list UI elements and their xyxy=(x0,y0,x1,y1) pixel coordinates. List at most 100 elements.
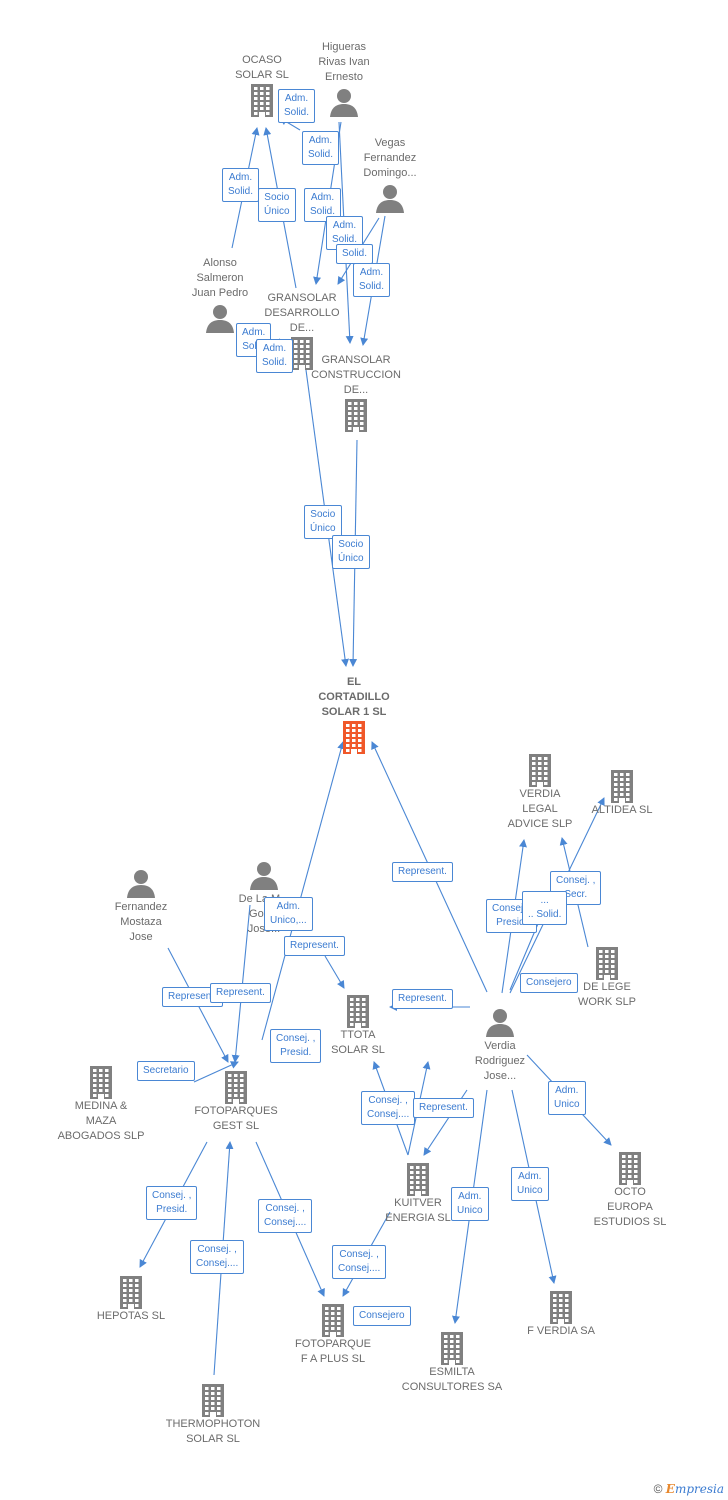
building-icon xyxy=(291,337,313,370)
relation-label[interactable]: Represent. xyxy=(284,936,345,956)
node-label: OCTO EUROPA ESTUDIOS SL xyxy=(593,1186,667,1228)
company-node[interactable]: HEPOTAS SL xyxy=(66,1275,196,1324)
company-node[interactable]: GRANSOLAR DESARROLLO DE... xyxy=(237,291,367,370)
relation-label[interactable]: Adm. Unico xyxy=(451,1187,489,1221)
brand-name: mpresia xyxy=(674,1482,724,1496)
relation-edge xyxy=(324,955,345,989)
node-label: Alonso Salmeron Juan Pedro xyxy=(191,257,249,299)
node-label: Higueras Rivas Ivan Ernesto xyxy=(318,41,370,83)
person-icon xyxy=(127,870,155,898)
company-node[interactable]: VERDIA LEGAL ADVICE SLP xyxy=(475,753,605,832)
company-node[interactable]: MEDINA & MAZA ABOGADOS SLP xyxy=(36,1065,166,1144)
copyright-symbol: © xyxy=(653,1482,663,1496)
relation-label[interactable]: Adm. Solid. xyxy=(278,89,316,123)
relation-label[interactable]: Adm. Solid. xyxy=(353,263,391,297)
relation-label[interactable]: Consej. , Consej.... xyxy=(361,1091,416,1125)
footer: © Empresia xyxy=(654,1482,724,1496)
relation-label[interactable]: Adm. Solid. xyxy=(256,339,294,373)
company-node[interactable]: OCTO EUROPA ESTUDIOS SL xyxy=(565,1151,695,1230)
relation-label[interactable]: Consej. , Consej.... xyxy=(190,1240,245,1274)
relation-label[interactable]: Consej. , Presid. xyxy=(270,1029,322,1063)
company-node[interactable]: OCASO SOLAR SL xyxy=(197,53,327,117)
relation-label[interactable]: Adm. Unico xyxy=(548,1081,586,1115)
building-icon xyxy=(611,770,633,803)
company-node[interactable]: EL CORTADILLO SOLAR 1 SL xyxy=(289,675,419,754)
person-node[interactable]: Alonso Salmeron Juan Pedro xyxy=(155,256,285,335)
person-icon xyxy=(376,185,404,213)
company-node[interactable]: KUITVER ENERGIA SL xyxy=(353,1162,483,1226)
relation-label[interactable]: Adm. Solid. xyxy=(302,131,340,165)
node-label: ESMILTA CONSULTORES SA xyxy=(401,1366,503,1393)
node-label: TTOTA SOLAR SL xyxy=(331,1029,385,1056)
building-icon xyxy=(596,947,618,980)
building-icon xyxy=(120,1276,142,1309)
company-node[interactable]: THERMOPHOTON SOLAR SL xyxy=(148,1383,278,1447)
building-icon xyxy=(345,399,367,432)
building-icon xyxy=(407,1163,429,1196)
relation-label[interactable]: Solid. xyxy=(336,244,374,264)
relation-label[interactable]: Consejero xyxy=(353,1306,411,1326)
person-icon xyxy=(330,89,358,117)
node-label: GRANSOLAR DESARROLLO DE... xyxy=(264,292,340,334)
relation-label[interactable]: Consej. , Presid. xyxy=(146,1186,198,1220)
person-node[interactable]: Verdia Rodriguez Jose... xyxy=(435,1005,565,1084)
person-icon xyxy=(206,305,234,333)
company-node[interactable]: ESMILTA CONSULTORES SA xyxy=(387,1331,517,1395)
node-label: EL CORTADILLO SOLAR 1 SL xyxy=(318,676,390,718)
relation-label[interactable]: Adm. Solid. xyxy=(222,168,260,202)
company-node[interactable]: F VERDIA SA xyxy=(496,1290,626,1339)
building-icon xyxy=(251,84,273,117)
node-label: OCASO SOLAR SL xyxy=(235,54,289,81)
relation-label[interactable]: Consej. , Consej.... xyxy=(332,1245,387,1279)
building-icon xyxy=(347,995,369,1028)
relation-label[interactable]: Socio Único xyxy=(332,535,370,569)
company-node[interactable]: GRANSOLAR CONSTRUCCION DE... xyxy=(291,353,421,432)
relation-label[interactable]: Adm. Unico,... xyxy=(264,897,313,931)
node-label: DE LEGE WORK SLP xyxy=(577,981,637,1008)
company-node[interactable]: TTOTA SOLAR SL xyxy=(293,994,423,1058)
person-node[interactable]: Vegas Fernandez Domingo... xyxy=(325,136,455,215)
relation-label[interactable]: Represent. xyxy=(392,862,453,882)
building-icon xyxy=(441,1332,463,1365)
building-icon xyxy=(322,1304,344,1337)
person-node[interactable]: Higueras Rivas Ivan Ernesto xyxy=(279,40,409,119)
relation-label[interactable]: Socio Único xyxy=(258,188,296,222)
node-label: FOTOPARQUE F A PLUS SL xyxy=(295,1338,371,1365)
person-node[interactable]: Fernandez Mostaza Jose xyxy=(76,866,206,945)
relation-label[interactable]: ... .. Solid. xyxy=(522,891,568,925)
brand-logo[interactable]: Empresia xyxy=(666,1482,724,1496)
relation-edge xyxy=(261,741,346,1041)
relation-label[interactable]: Represent. xyxy=(413,1098,474,1118)
company-node[interactable]: FOTOPARQUES GEST SL xyxy=(171,1070,301,1134)
person-icon xyxy=(250,862,278,890)
relation-edge xyxy=(193,1061,239,1083)
node-label: THERMOPHOTON SOLAR SL xyxy=(165,1418,261,1445)
relation-label[interactable]: Represent. xyxy=(210,983,271,1003)
node-label: KUITVER ENERGIA SL xyxy=(385,1197,451,1224)
node-label: FOTOPARQUES GEST SL xyxy=(194,1105,278,1132)
building-icon xyxy=(550,1291,572,1324)
relation-label[interactable]: Consej. , Consej.... xyxy=(258,1199,313,1233)
node-label: MEDINA & MAZA ABOGADOS SLP xyxy=(57,1100,145,1142)
brand-initial: E xyxy=(665,1482,675,1496)
relation-label[interactable]: Adm. Unico xyxy=(511,1167,549,1201)
person-icon xyxy=(486,1009,514,1037)
building-icon xyxy=(343,721,365,754)
building-icon xyxy=(202,1384,224,1417)
node-label: GRANSOLAR CONSTRUCCION DE... xyxy=(311,354,401,396)
node-label: ALTIDEA SL xyxy=(591,804,653,816)
relation-label[interactable]: Socio Único xyxy=(304,505,342,539)
node-label: Vegas Fernandez Domingo... xyxy=(363,137,417,179)
building-icon xyxy=(619,1152,641,1185)
company-node[interactable]: FOTOPARQUE F A PLUS SL xyxy=(268,1303,398,1367)
relation-label[interactable]: Represent. xyxy=(392,989,453,1009)
relation-label[interactable]: Consejero xyxy=(520,973,578,993)
node-label: HEPOTAS SL xyxy=(96,1310,166,1322)
relation-label[interactable]: Secretario xyxy=(137,1061,195,1081)
building-icon xyxy=(529,754,551,787)
company-node[interactable]: DE LEGE WORK SLP xyxy=(542,946,672,1010)
node-label: VERDIA LEGAL ADVICE SLP xyxy=(507,788,573,830)
company-node[interactable]: ALTIDEA SL xyxy=(557,769,687,818)
building-icon xyxy=(90,1066,112,1099)
